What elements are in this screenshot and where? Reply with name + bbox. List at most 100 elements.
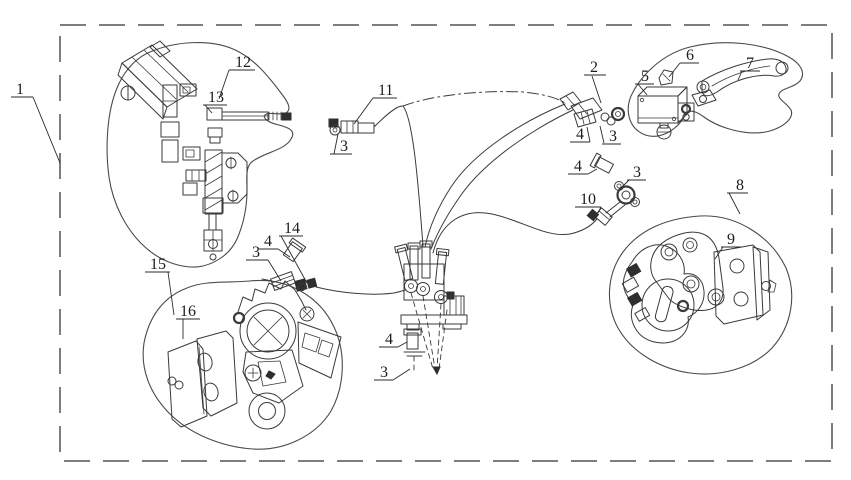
label-leader-3b	[599, 125, 605, 144]
bracket-screw	[244, 364, 262, 382]
pad-slot	[197, 352, 213, 372]
hatch	[204, 151, 223, 163]
facet	[586, 110, 591, 124]
part-label-16: 16	[180, 303, 196, 320]
part-label-9: 9	[727, 231, 735, 248]
crimp-mark	[565, 95, 576, 107]
fitting-10-assembly	[586, 152, 640, 226]
screw-cross	[302, 309, 312, 319]
label-leader-6	[668, 62, 681, 78]
hose-11-to-abs	[373, 105, 424, 247]
label-leader-3d	[392, 368, 411, 381]
label-leader-14	[280, 235, 308, 284]
clamp-2	[182, 146, 201, 161]
bracket-bolt	[699, 95, 707, 103]
label-leader-15	[167, 271, 175, 316]
brake-lever-7	[701, 58, 787, 97]
label-leader-10	[597, 206, 602, 214]
banjo-stud	[419, 240, 433, 279]
rear-brake-pads	[713, 244, 777, 325]
rear-caliper	[621, 231, 725, 344]
pivot-bolt	[699, 83, 707, 91]
banjo-eye	[610, 106, 626, 122]
hatch	[204, 199, 223, 211]
front-hose-lower	[430, 109, 574, 250]
elbow-fitting	[182, 182, 198, 196]
hose-11-fitting	[328, 118, 375, 136]
hose-tail	[261, 278, 273, 282]
bolt-shank	[594, 156, 614, 174]
pad-slot-window	[654, 285, 674, 323]
pad-ear	[767, 279, 777, 293]
part-label-7: 7	[746, 55, 754, 72]
washer	[298, 283, 306, 291]
hatch	[204, 175, 223, 187]
mount-boss-outer	[248, 392, 286, 430]
filler-cap	[656, 124, 672, 140]
part-label-10: 10	[580, 191, 596, 208]
bracket-window	[257, 360, 287, 387]
part-label-8: 8	[736, 177, 744, 194]
piston	[682, 275, 700, 293]
washer-hole	[616, 183, 622, 189]
washer	[600, 112, 610, 122]
lever-ball-end	[775, 61, 789, 75]
union-hole	[408, 283, 414, 289]
label-leader-9	[714, 246, 724, 260]
reservoir-rib	[131, 56, 177, 100]
diagram-border	[59, 24, 833, 462]
switch-body	[570, 97, 603, 120]
banjo-port	[680, 103, 692, 115]
front-master-cylinder-assembly	[637, 58, 789, 140]
part-label-3d: 3	[380, 364, 388, 381]
bleeder-cluster	[621, 262, 651, 322]
part-label-3b: 3	[609, 128, 617, 145]
mount-boss-inner	[258, 402, 276, 420]
front-caliper	[232, 280, 342, 430]
bleed-screw	[299, 306, 315, 322]
label-leader-1	[32, 96, 61, 164]
bubble-rear-master-cylinder	[106, 42, 294, 268]
elbow-nut	[207, 127, 223, 138]
cap-stem	[659, 122, 669, 129]
screw	[639, 97, 645, 103]
piston-inner	[686, 279, 696, 289]
part-label-6: 6	[686, 47, 694, 64]
bolt-reference-line	[436, 303, 442, 370]
caliper-hose	[315, 286, 406, 295]
caliper-bracket-plate	[650, 231, 724, 311]
washer-hole	[632, 199, 638, 205]
banjo-stud	[394, 243, 414, 281]
part-label-2: 2	[590, 59, 598, 76]
caliper-housing	[623, 244, 705, 344]
front-hose-upper	[424, 103, 566, 248]
pushrod	[208, 212, 217, 231]
lever-bracket	[691, 89, 717, 107]
pad-tab-hole	[174, 380, 184, 390]
crimp-line	[598, 210, 611, 221]
piston-bore-inner	[246, 309, 290, 353]
master-cylinder-body	[204, 149, 223, 215]
pad-backplate	[752, 246, 771, 321]
banjo-14	[294, 277, 318, 292]
inlet-fitting	[185, 169, 207, 182]
fin-section	[297, 321, 342, 379]
label-leader-7	[737, 70, 743, 81]
inlet-hole	[664, 247, 674, 257]
banjo-eye-hole	[615, 111, 621, 117]
bubble-front-master-cylinder	[627, 42, 804, 137]
crimp-sleeve	[357, 122, 375, 134]
screw	[671, 116, 677, 122]
bubble-front-caliper	[142, 279, 343, 450]
label-leader-4b	[587, 168, 598, 175]
hose-end	[586, 208, 600, 222]
facet	[580, 111, 585, 125]
fin-slot	[301, 332, 321, 353]
washer	[606, 116, 616, 126]
bolt-reference-line	[410, 292, 434, 370]
label-leader-4c	[397, 341, 408, 348]
clamp-2-inner	[185, 149, 195, 158]
abs-modulator	[394, 240, 468, 376]
bolt-reference-line	[422, 295, 436, 370]
label-leader-3c	[620, 179, 630, 189]
